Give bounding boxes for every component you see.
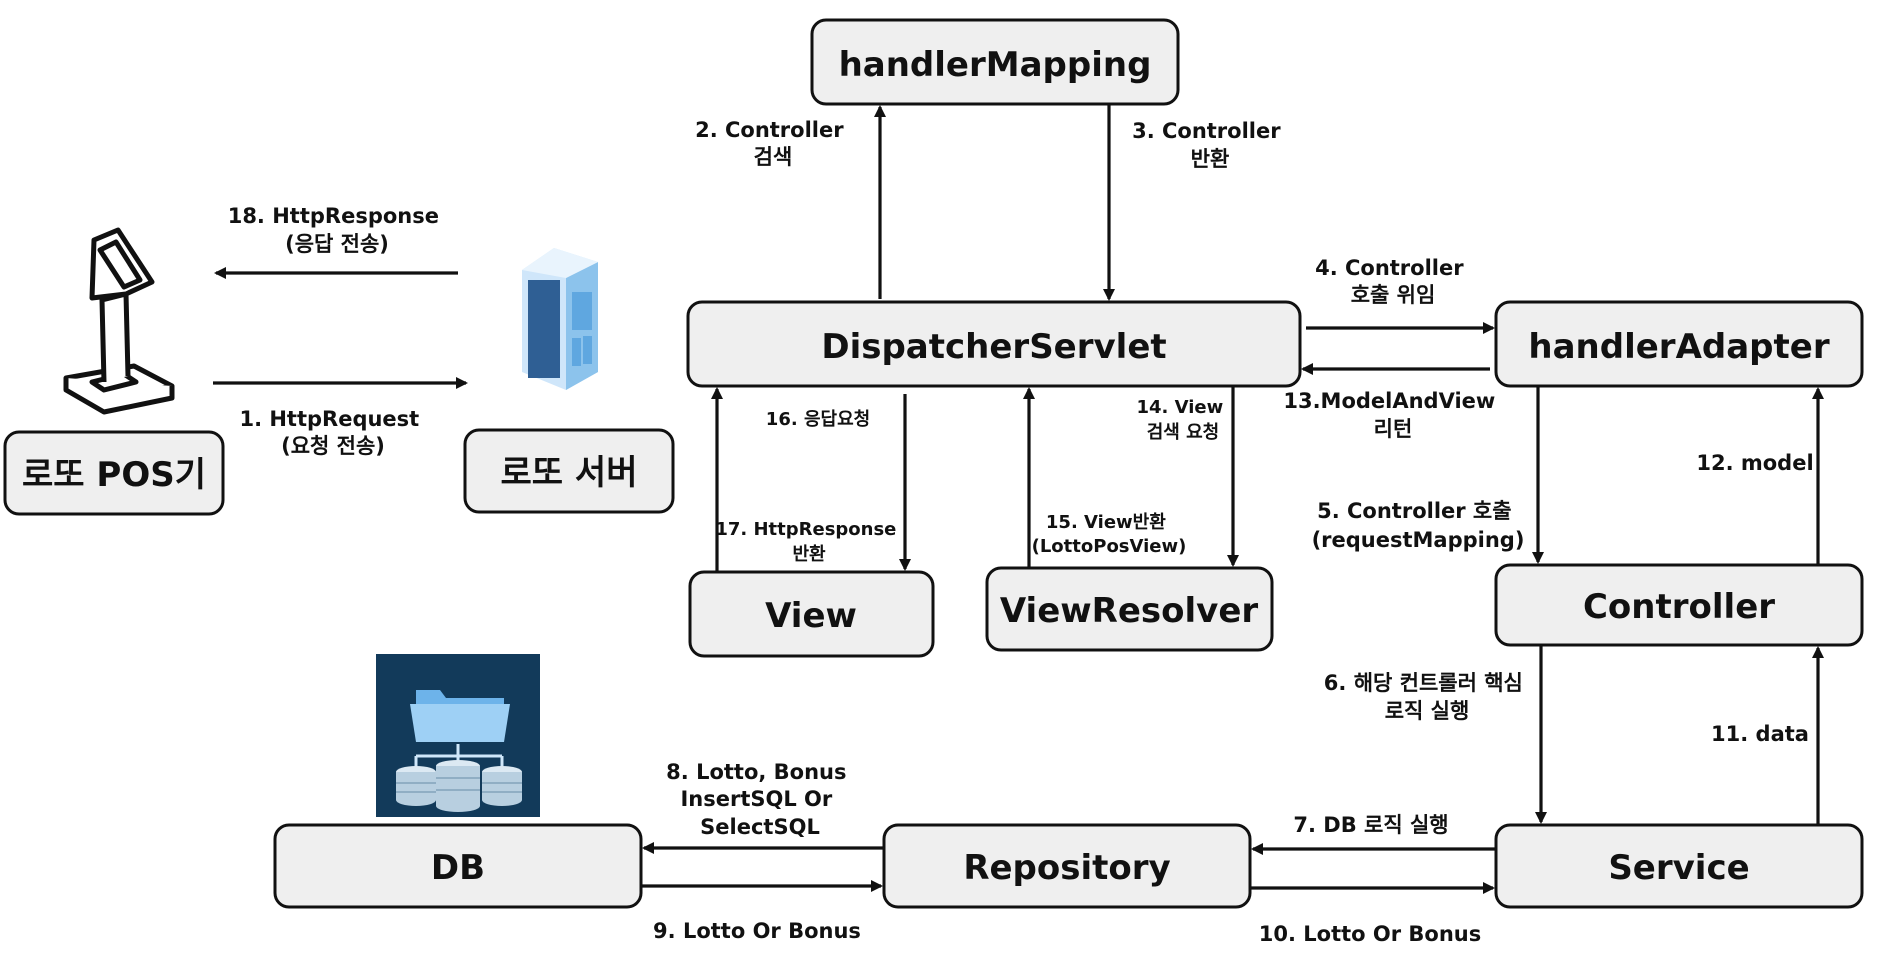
svg-text:handlerAdapter: handlerAdapter xyxy=(1528,327,1829,367)
repository-node: Repository xyxy=(882,823,1252,909)
svg-text:DB: DB xyxy=(431,848,485,888)
svg-text:ViewResolver: ViewResolver xyxy=(1000,591,1259,631)
label-2: 2. Controller 검색 xyxy=(695,118,851,169)
svg-text:handlerMapping: handlerMapping xyxy=(839,45,1152,85)
handler-adapter-node: handlerAdapter xyxy=(1494,300,1864,388)
label-5: 5. Controller 호출 (requestMapping) xyxy=(1312,499,1525,552)
label-12: 12. model xyxy=(1696,451,1813,475)
svg-text:로또 서버: 로또 서버 xyxy=(501,453,638,493)
database-folder-icon xyxy=(376,654,540,817)
controller-node: Controller xyxy=(1494,563,1864,647)
label-7: 7. DB 로직 실행 xyxy=(1293,813,1448,837)
label-16: 16. 응답요청 xyxy=(766,409,870,430)
server-node: 로또 서버 xyxy=(463,428,675,514)
label-14: 14. View 검색 요청 xyxy=(1136,397,1229,443)
label-10: 10. Lotto Or Bonus xyxy=(1259,922,1482,946)
server-tower-icon xyxy=(522,248,598,390)
label-17: 17. HttpResponse 반환 xyxy=(715,519,902,565)
svg-text:로또 POS기: 로또 POS기 xyxy=(22,455,206,495)
view-node: View xyxy=(688,570,935,658)
svg-text:Service: Service xyxy=(1608,848,1749,888)
service-node: Service xyxy=(1494,823,1864,909)
handler-mapping-node: handlerMapping xyxy=(810,18,1180,106)
svg-text:View: View xyxy=(765,596,857,636)
kiosk-icon xyxy=(63,227,175,415)
label-6: 6. 해당 컨트롤러 핵심 로직 실행 xyxy=(1324,671,1530,723)
label-4: 4. Controller 호출 위임 xyxy=(1315,256,1471,307)
label-8: 8. Lotto, Bonus InsertSQL Or SelectSQL xyxy=(666,760,854,839)
label-18: 18. HttpResponse (응답 전송) xyxy=(228,204,447,256)
label-15: 15. View반환 (LottoPosView) xyxy=(1032,511,1187,557)
dispatcher-servlet-node: DispatcherServlet xyxy=(686,300,1302,388)
svg-text:Controller: Controller xyxy=(1583,587,1775,627)
svg-text:Repository: Repository xyxy=(963,848,1170,888)
label-13: 13.ModelAndView 리턴 xyxy=(1283,389,1502,441)
db-node: DB xyxy=(273,823,643,909)
label-3: 3. Controller 반환 xyxy=(1132,119,1288,171)
label-11: 11. data xyxy=(1711,722,1809,746)
view-resolver-node: ViewResolver xyxy=(985,566,1274,652)
pos-node: 로또 POS기 xyxy=(3,430,225,516)
label-9: 9. Lotto Or Bonus xyxy=(653,919,861,943)
svg-text:DispatcherServlet: DispatcherServlet xyxy=(821,327,1166,367)
label-1: 1. HttpRequest (요청 전송) xyxy=(239,407,426,458)
